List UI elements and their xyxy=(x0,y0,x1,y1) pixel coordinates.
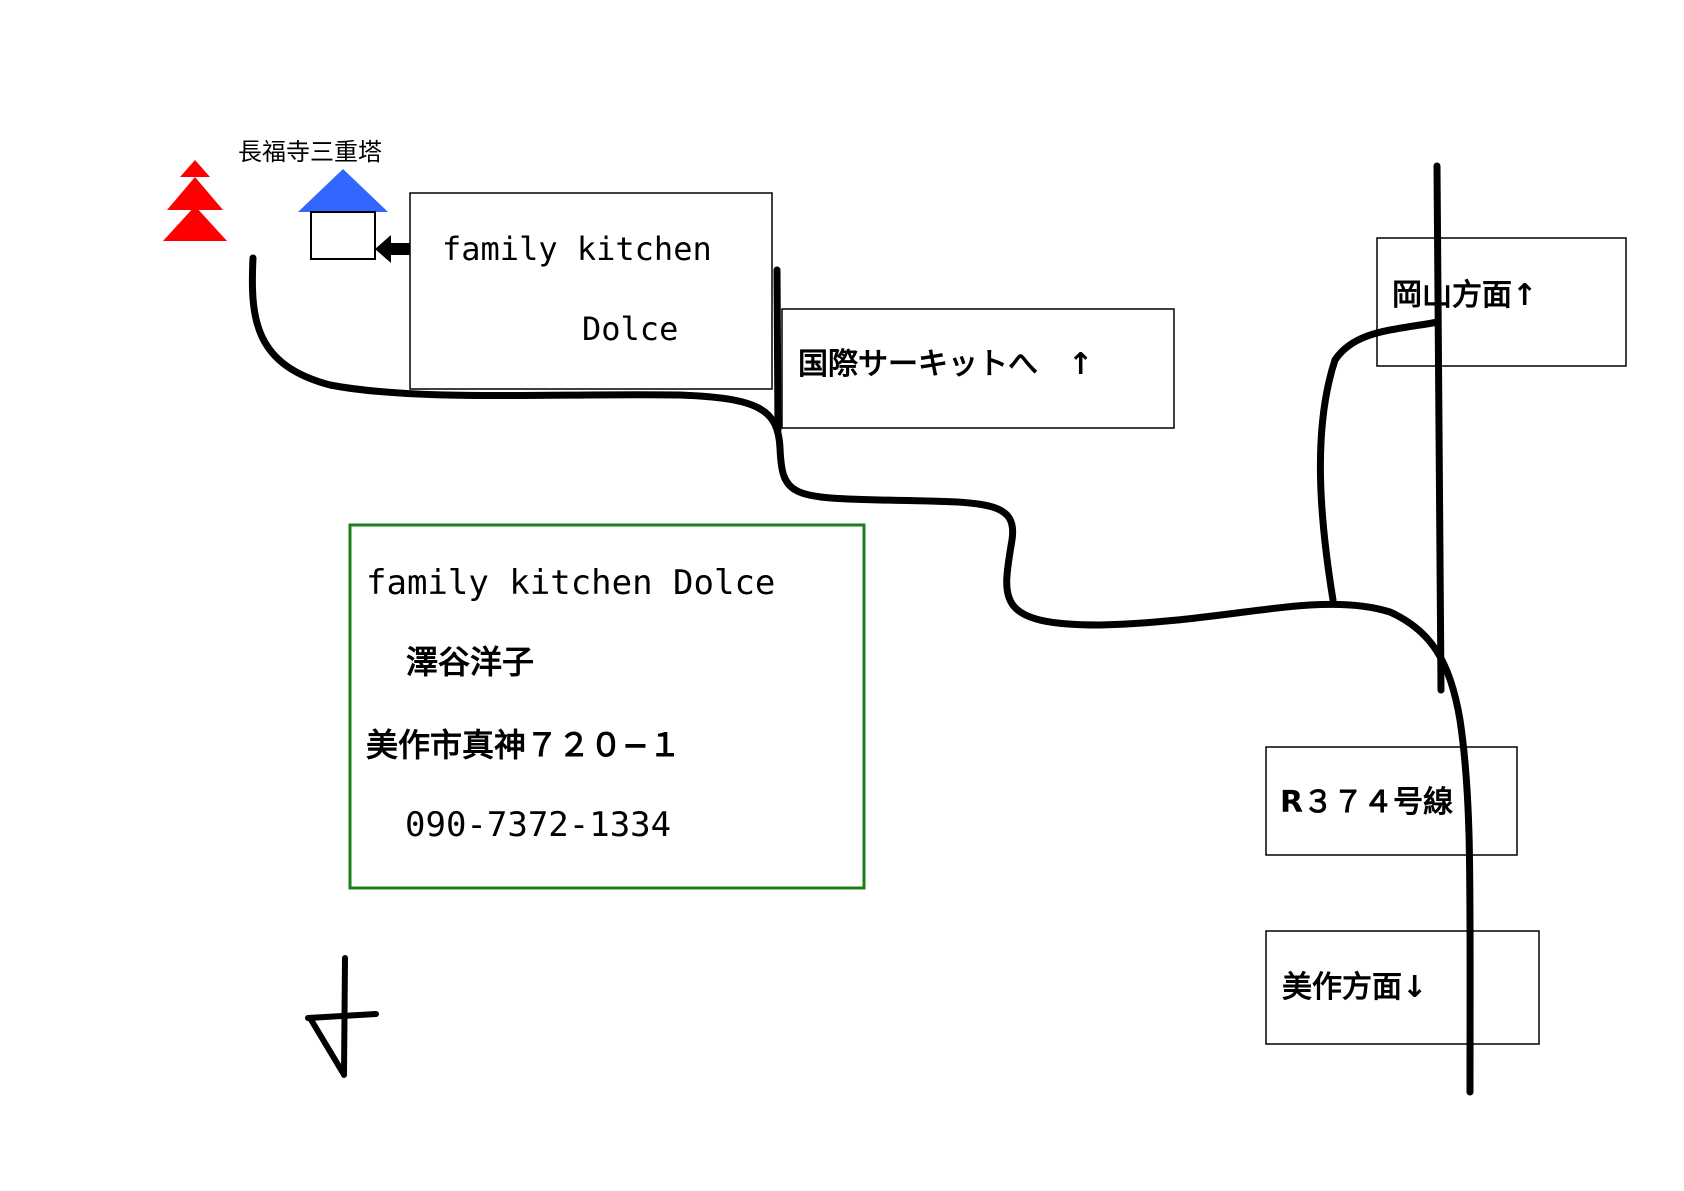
restaurant-label-box: family kitchen Dolce xyxy=(409,192,773,390)
info-card-address: 美作市真神７２０−１ xyxy=(366,726,681,764)
info-card-name: family kitchen Dolce xyxy=(366,563,775,603)
restaurant-connector-road xyxy=(773,266,782,434)
info-card-owner: 澤谷洋子 xyxy=(406,643,534,681)
okayama-branch-road xyxy=(1316,318,1442,604)
okayama-direction-text: 岡山方面↑ xyxy=(1392,278,1537,313)
restaurant-name-line2: Dolce xyxy=(582,310,678,348)
info-card: family kitchen Dolce 澤谷洋子 美作市真神７２０−１ 090… xyxy=(348,523,866,890)
circuit-direction-sign: 国際サーキットへ ↑ xyxy=(781,308,1175,429)
route-374-text: R３７４号線 xyxy=(1280,785,1453,820)
main-road xyxy=(248,254,1474,1096)
route-374-sign: R３７４号線 xyxy=(1265,746,1518,856)
mimasaka-direction-sign: 美作方面↓ xyxy=(1265,930,1540,1045)
restaurant-name-line1: family kitchen xyxy=(442,230,712,268)
circuit-direction-text: 国際サーキットへ ↑ xyxy=(798,347,1093,382)
okayama-direction-sign: 岡山方面↑ xyxy=(1376,237,1627,367)
north-arrow-icon xyxy=(305,955,379,1078)
info-card-phone: 090-7372-1334 xyxy=(405,805,671,845)
house-icon xyxy=(298,169,388,260)
pagoda-label: 長福寺三重塔 xyxy=(238,138,382,166)
pagoda-icon xyxy=(163,160,227,241)
north-south-road xyxy=(1433,162,1445,694)
mimasaka-direction-text: 美作方面↓ xyxy=(1282,970,1427,1005)
roads xyxy=(248,162,1474,1096)
